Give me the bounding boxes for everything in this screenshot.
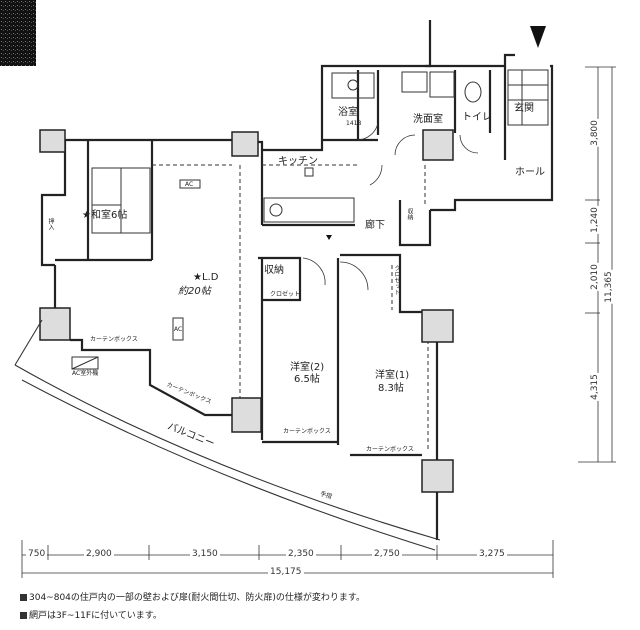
texture-swatch [0, 0, 36, 66]
hall-label: ホール [515, 167, 545, 178]
corridor-label: 廊下 [365, 220, 385, 231]
dim-right-3: 2,010 [589, 263, 600, 291]
columns [39, 129, 454, 493]
washitsu-label: ★和室6帖 [82, 210, 128, 221]
dashed-lines [152, 164, 429, 450]
ps-marker [326, 235, 332, 240]
note-2-text: 網戸は3F~11Fに付いています。 [29, 611, 162, 621]
oshiire-label: 押入 [47, 218, 54, 230]
bullet-square-icon [20, 612, 27, 619]
kitchen-label: キッチン [278, 156, 318, 167]
dim-bottom-4: 2,350 [286, 549, 316, 559]
dim-right-total: 11,365 [603, 270, 614, 304]
closet2-label: クロゼット [393, 265, 400, 295]
dim-bottom-total: 15,175 [268, 567, 304, 577]
curtain-box-label-3: カーテンボックス [283, 428, 331, 435]
dim-right-2: 1,240 [589, 206, 600, 234]
dim-right-1: 3,800 [589, 119, 600, 147]
western2-size-label: 6.5帖 [294, 374, 320, 385]
western1-label: 洋室(1) [375, 370, 410, 381]
ld-size-label: 約20帖 [178, 286, 211, 297]
tatami [91, 167, 151, 234]
bath-size-label: 1418 [346, 120, 362, 127]
ac-label-2: AC [174, 326, 183, 333]
closet-label: クロゼット [270, 291, 301, 298]
balcony-outline [14, 319, 441, 551]
western1-size-label: 8.3帖 [378, 383, 404, 394]
storage2-label: 収納 [406, 208, 413, 220]
storage-label: 収納 [264, 265, 284, 276]
dim-bottom-1: 750 [26, 549, 48, 559]
bath-label: 浴室 [338, 107, 358, 118]
dim-bottom-3: 3,150 [190, 549, 220, 559]
western2-label: 洋室(2) [290, 362, 325, 373]
ac-label-1: AC [185, 181, 194, 188]
curtain-box-label-4: カーテンボックス [366, 446, 414, 453]
dim-bottom-5: 2,750 [372, 549, 402, 559]
walls [40, 20, 554, 540]
curtain-box-label-1: カーテンボックス [90, 336, 138, 343]
dim-right-4: 4,315 [589, 373, 600, 401]
ld-label: ★L.D [193, 272, 219, 283]
fixtures [71, 69, 549, 370]
note-2: 網戸は3F~11Fに付いています。 [20, 608, 162, 621]
note-1-text: 304~804の住戸内の一部の壁および扉(耐火間仕切、防火扉)の仕様が変わります… [29, 593, 366, 603]
note-1: 304~804の住戸内の一部の壁および扉(耐火間仕切、防火扉)の仕様が変わります… [20, 590, 365, 603]
bullet-square-icon [20, 594, 27, 601]
ac-outdoor-label: AC室外機 [72, 370, 99, 377]
dim-bottom-2: 2,900 [84, 549, 114, 559]
entrance-marker [530, 26, 546, 48]
toilet-label: トイレ [462, 112, 492, 123]
washroom-label: 洗面室 [413, 114, 443, 125]
dim-bottom-6: 3,275 [477, 549, 507, 559]
entrance-label: 玄関 [514, 103, 534, 114]
doors [302, 122, 479, 291]
